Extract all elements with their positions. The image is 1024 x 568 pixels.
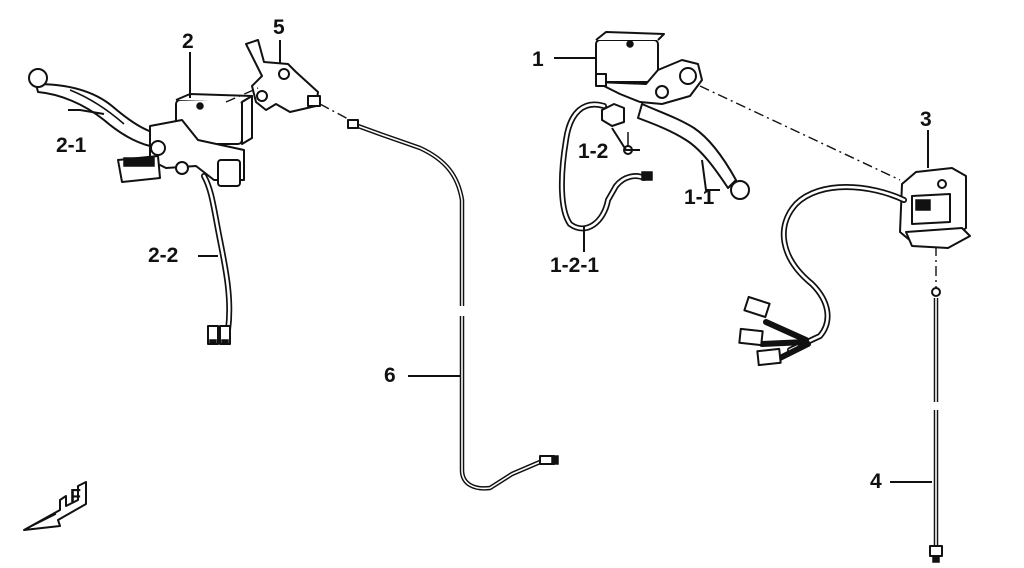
left-switch-wire-2-2 bbox=[201, 173, 233, 345]
brake-switch-1-2 bbox=[601, 103, 633, 155]
right-brake-lever-1-1 bbox=[637, 103, 750, 200]
leader-lines bbox=[68, 40, 932, 483]
right-assembly-line bbox=[699, 85, 901, 181]
label-part-1-2: 1-2 bbox=[578, 140, 608, 163]
label-part-2: 2 bbox=[182, 30, 194, 53]
label-part-1: 1 bbox=[532, 48, 544, 71]
label-part-2-1: 2-1 bbox=[56, 134, 87, 157]
label-part-1-1: 1-1 bbox=[684, 186, 715, 209]
lever-holder-5 bbox=[245, 39, 321, 113]
handlebar-switch-3 bbox=[899, 167, 971, 249]
label-part-5: 5 bbox=[273, 16, 285, 39]
right-master-cylinder-body-1 bbox=[595, 31, 703, 105]
throttle-cable-4 bbox=[929, 287, 943, 563]
label-part-1-2-1: 1-2-1 bbox=[550, 254, 599, 277]
switch-wire-1-2-1 bbox=[558, 101, 653, 232]
label-part-4: 4 bbox=[870, 470, 882, 493]
label-part-3: 3 bbox=[920, 108, 932, 131]
front-marker-letter: F bbox=[70, 486, 81, 506]
left-brake-lever-2-1 bbox=[28, 68, 153, 147]
label-part-2-2: 2-2 bbox=[148, 244, 178, 267]
cable-assembly-line bbox=[319, 103, 351, 121]
left-assembly-line bbox=[225, 87, 259, 103]
switch-harness bbox=[738, 184, 907, 367]
left-master-cylinder-body-2 bbox=[117, 93, 253, 187]
front-direction-arrow: F bbox=[23, 481, 87, 531]
parking-brake-cable-6 bbox=[347, 119, 559, 491]
label-part-6: 6 bbox=[384, 364, 396, 387]
